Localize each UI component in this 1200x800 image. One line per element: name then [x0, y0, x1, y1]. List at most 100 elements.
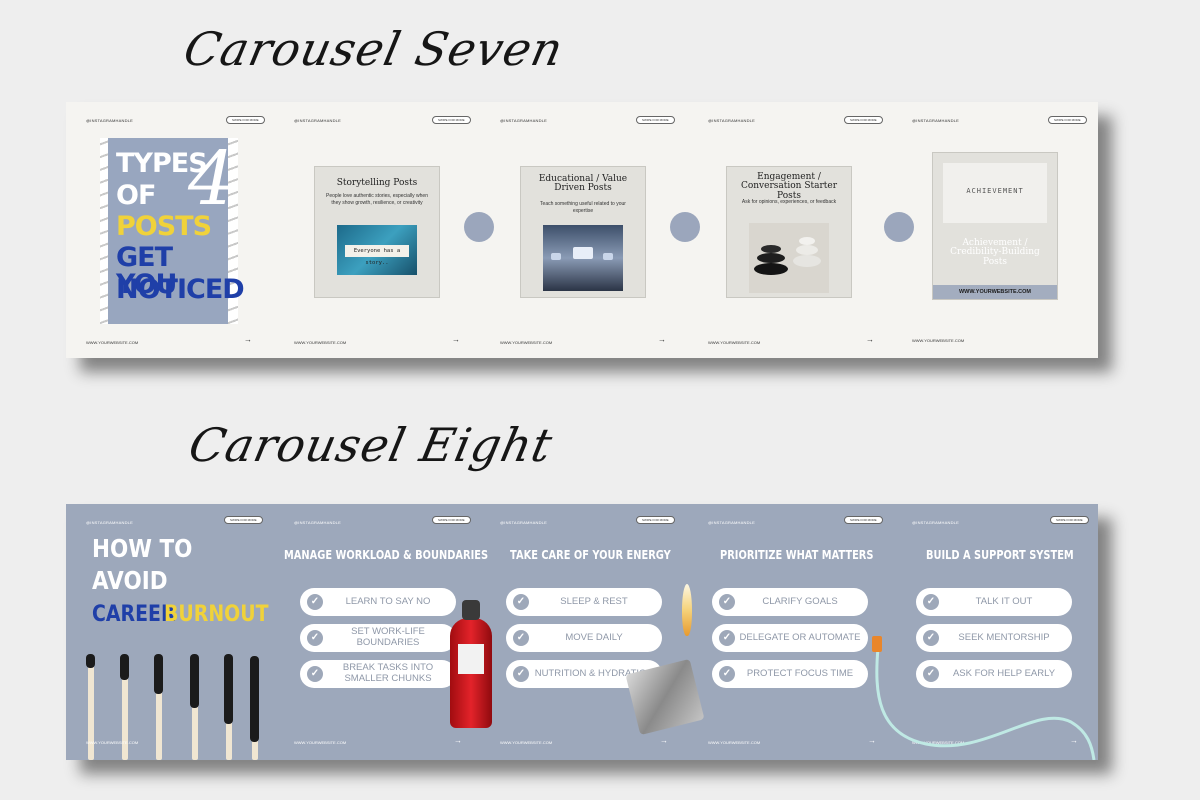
torn-edge-right [228, 138, 238, 324]
slide-title: Engagement / Conversation Starter Posts [740, 172, 838, 201]
check-icon: ✓ [923, 666, 939, 682]
check-icon: ✓ [923, 594, 939, 610]
instagram-handle: @INSTAGRAMHANDLE [86, 520, 133, 525]
swipe-badge: SWIPE FOR MORE [432, 516, 471, 524]
checklist-text: SEEK MENTORSHIP [958, 631, 1050, 643]
check-icon: ✓ [719, 666, 735, 682]
instagram-handle: @INSTAGRAMHANDLE [86, 118, 133, 123]
slide-connector-dot [670, 212, 700, 242]
slide-title: Storytelling Posts [336, 178, 418, 188]
slide-heading: TAKE CARE OF YOUR ENERGY [510, 548, 671, 562]
cover-line-how-to: HOW TO [92, 534, 193, 563]
slide-connector-dot [464, 212, 494, 242]
match-head [86, 654, 95, 668]
slide-title: Educational / Value Driven Posts [538, 174, 628, 194]
cover-line-avoid: AVOID [92, 566, 168, 595]
checklist-text: ASK FOR HELP EARLY [952, 667, 1056, 679]
match-head [224, 654, 233, 724]
website-link: WWW.YOURWEBSITE.COM [294, 340, 347, 345]
match-head [250, 656, 259, 742]
cloud-icon [551, 253, 561, 260]
next-arrow-icon: → [1070, 736, 1078, 745]
checklist-pill: ✓ BREAK TASKS INTO SMALLER CHUNKS [300, 660, 456, 688]
checklist-pill: ✓SLEEP & REST [506, 588, 662, 616]
achievement-photo: ACHIEVEMENT [943, 163, 1047, 223]
cover-line-get-you: GET YOU [116, 242, 177, 300]
checklist-pill: ✓DELEGATE OR AUTOMATE [712, 624, 868, 652]
checklist-text: SLEEP & REST [560, 595, 628, 607]
graduation-cap-icon [573, 247, 593, 259]
cover-word-career: CAREER [92, 602, 176, 627]
checklist-text: MOVE DAILY [565, 631, 623, 643]
checklist-pill: ✓SET WORK-LIFE BOUNDARIES [300, 624, 456, 652]
swipe-badge: SWIPE FOR MORE [636, 116, 675, 124]
swipe-badge: SWIPE FOR MORE [226, 116, 265, 124]
website-link: WWW.YOURWEBSITE.COM [708, 340, 761, 345]
checklist-pill: ✓ ASK FOR HELP EARLY [916, 660, 1072, 688]
carousel-eight-strip: @INSTAGRAMHANDLE SWIPE FOR MORE HOW TO A… [66, 504, 1098, 760]
website-link: WWW.YOURWEBSITE.COM [500, 340, 553, 345]
next-arrow-icon: → [658, 335, 666, 344]
slide-educational: Educational / Value Driven Posts Teach s… [520, 166, 646, 298]
carousel-seven-strip: @INSTAGRAMHANDLE SWIPE FOR MORE TYPES OF… [66, 102, 1098, 358]
instagram-handle: @INSTAGRAMHANDLE [294, 118, 341, 123]
next-arrow-icon: → [868, 736, 876, 745]
matchstick [122, 656, 128, 760]
cover-line-of: OF [116, 180, 156, 211]
match-head [154, 654, 163, 694]
slide-engagement: Engagement / Conversation Starter Posts … [726, 166, 852, 298]
cover-number: 4 [188, 136, 236, 222]
swipe-badge: SWIPE FOR MORE [1050, 516, 1089, 524]
website-link: WWW.YOURWEBSITE.COM [86, 340, 139, 345]
slide-description: People love authentic stories, especiall… [325, 193, 428, 206]
cover-line-types: TYPES [116, 148, 208, 179]
checklist-text: BREAK TASKS INTO SMALLER CHUNKS [342, 662, 434, 684]
checklist-pill: ✓ LEARN TO SAY NO [300, 588, 456, 616]
check-icon: ✓ [513, 666, 529, 682]
check-icon: ✓ [923, 630, 939, 646]
instagram-handle: @INSTAGRAMHANDLE [912, 520, 959, 525]
slide-title: Achievement / Credibility-Building Posts [950, 238, 1040, 267]
extinguisher-valve [462, 600, 480, 620]
check-icon: ✓ [719, 594, 735, 610]
check-icon: ✓ [307, 666, 323, 682]
checklist-pill: ✓ CLARIFY GOALS [712, 588, 868, 616]
next-arrow-icon: → [454, 736, 462, 745]
slide-heading: PRIORITIZE WHAT MATTERS [720, 548, 874, 562]
slide-description: Ask for opinions, experiences, or feedba… [741, 199, 837, 205]
matchstick [156, 656, 162, 760]
swipe-badge: SWIPE FOR MORE [636, 516, 675, 524]
checklist-pill: ✓MOVE DAILY [506, 624, 662, 652]
checklist-pill: ✓ PROTECT FOCUS TIME [712, 660, 868, 688]
slide-connector-dot [884, 212, 914, 242]
story-photo: Everyone has a story.. [337, 225, 417, 275]
website-link: WWW.YOURWEBSITE.COM [708, 740, 761, 745]
check-icon: ✓ [307, 594, 323, 610]
checklist-text: NUTRITION & HYDRATION [534, 667, 654, 679]
swipe-badge: SWIPE FOR MORE [844, 516, 883, 524]
swipe-badge: SWIPE FOR MORE [224, 516, 263, 524]
cover-background [108, 138, 230, 324]
checklist-text: LEARN TO SAY NO [345, 595, 431, 607]
website-link: WWW.YOURWEBSITE.COM [500, 740, 553, 745]
checklist-pill: ✓ SEEK MENTORSHIP [916, 624, 1072, 652]
checklist-text: TALK IT OUT [975, 595, 1033, 607]
slide-heading: BUILD A SUPPORT SYSTEM [926, 548, 1074, 562]
instagram-handle: @INSTAGRAMHANDLE [500, 520, 547, 525]
cover-line-posts: POSTS [116, 211, 212, 242]
check-icon: ✓ [719, 630, 735, 646]
next-arrow-icon: → [866, 335, 874, 344]
play-icon [603, 253, 613, 260]
slide-storytelling: Storytelling Posts People love authentic… [314, 166, 440, 298]
website-link: WWW.YOURWEBSITE.COM [294, 740, 347, 745]
carousel-eight-title: Carousel Eight [184, 418, 558, 472]
checklist-text: PROTECT FOCUS TIME [746, 667, 854, 679]
checklist-text: CLARIFY GOALS [762, 595, 838, 607]
matchstick [192, 656, 198, 760]
stones-photo [749, 223, 829, 293]
instagram-handle: @INSTAGRAMHANDLE [708, 118, 755, 123]
carousel-seven-title: Carousel Seven [179, 22, 569, 76]
instagram-handle: @INSTAGRAMHANDLE [294, 520, 341, 525]
torn-edge-left [100, 138, 110, 324]
match-head [190, 654, 199, 708]
